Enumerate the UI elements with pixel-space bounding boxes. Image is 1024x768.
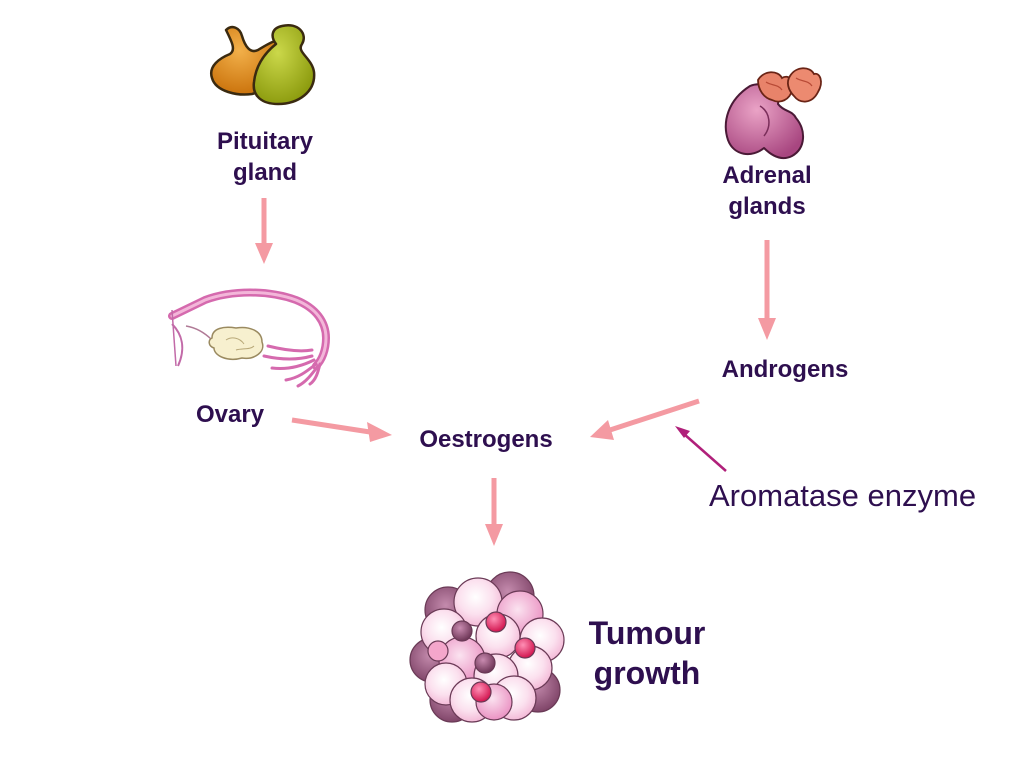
arrow-enzyme-to-conversion <box>675 426 727 472</box>
pituitary-label-line2: gland <box>233 159 297 187</box>
aromatase-enzyme-label: Aromatase enzyme <box>709 478 977 513</box>
adrenal-label-line1: Adrenal <box>722 162 812 189</box>
pituitary-label-line1: Pituitary <box>216 128 314 155</box>
arrow-androgens-to-oestrogens <box>590 398 700 440</box>
ovary-icon <box>168 288 331 388</box>
node-adrenal-label: Adrenal glands <box>692 160 842 222</box>
tumour-cells-icon <box>409 571 565 723</box>
node-oestrogens-label: Oestrogens <box>419 426 553 453</box>
arrow-ovary-to-oestrogens <box>291 417 392 442</box>
node-ovary-label: Ovary <box>196 401 265 428</box>
arrow-oestrogens-to-tumour <box>485 478 503 546</box>
arrow-pituitary-to-ovary <box>255 198 273 264</box>
adrenal-label-line2: glands <box>728 193 806 221</box>
adrenal-glands-icon <box>724 67 822 160</box>
tumour-label-line1: Tumour <box>588 615 706 651</box>
tumour-label-line2: growth <box>593 655 701 691</box>
node-pituitary-label: Pituitary gland <box>190 126 340 188</box>
node-tumour-label: Tumour growth <box>572 613 722 693</box>
node-androgens-label: Androgens <box>721 356 849 383</box>
pituitary-gland-icon <box>209 23 316 106</box>
arrow-adrenal-to-androgens <box>758 240 776 340</box>
